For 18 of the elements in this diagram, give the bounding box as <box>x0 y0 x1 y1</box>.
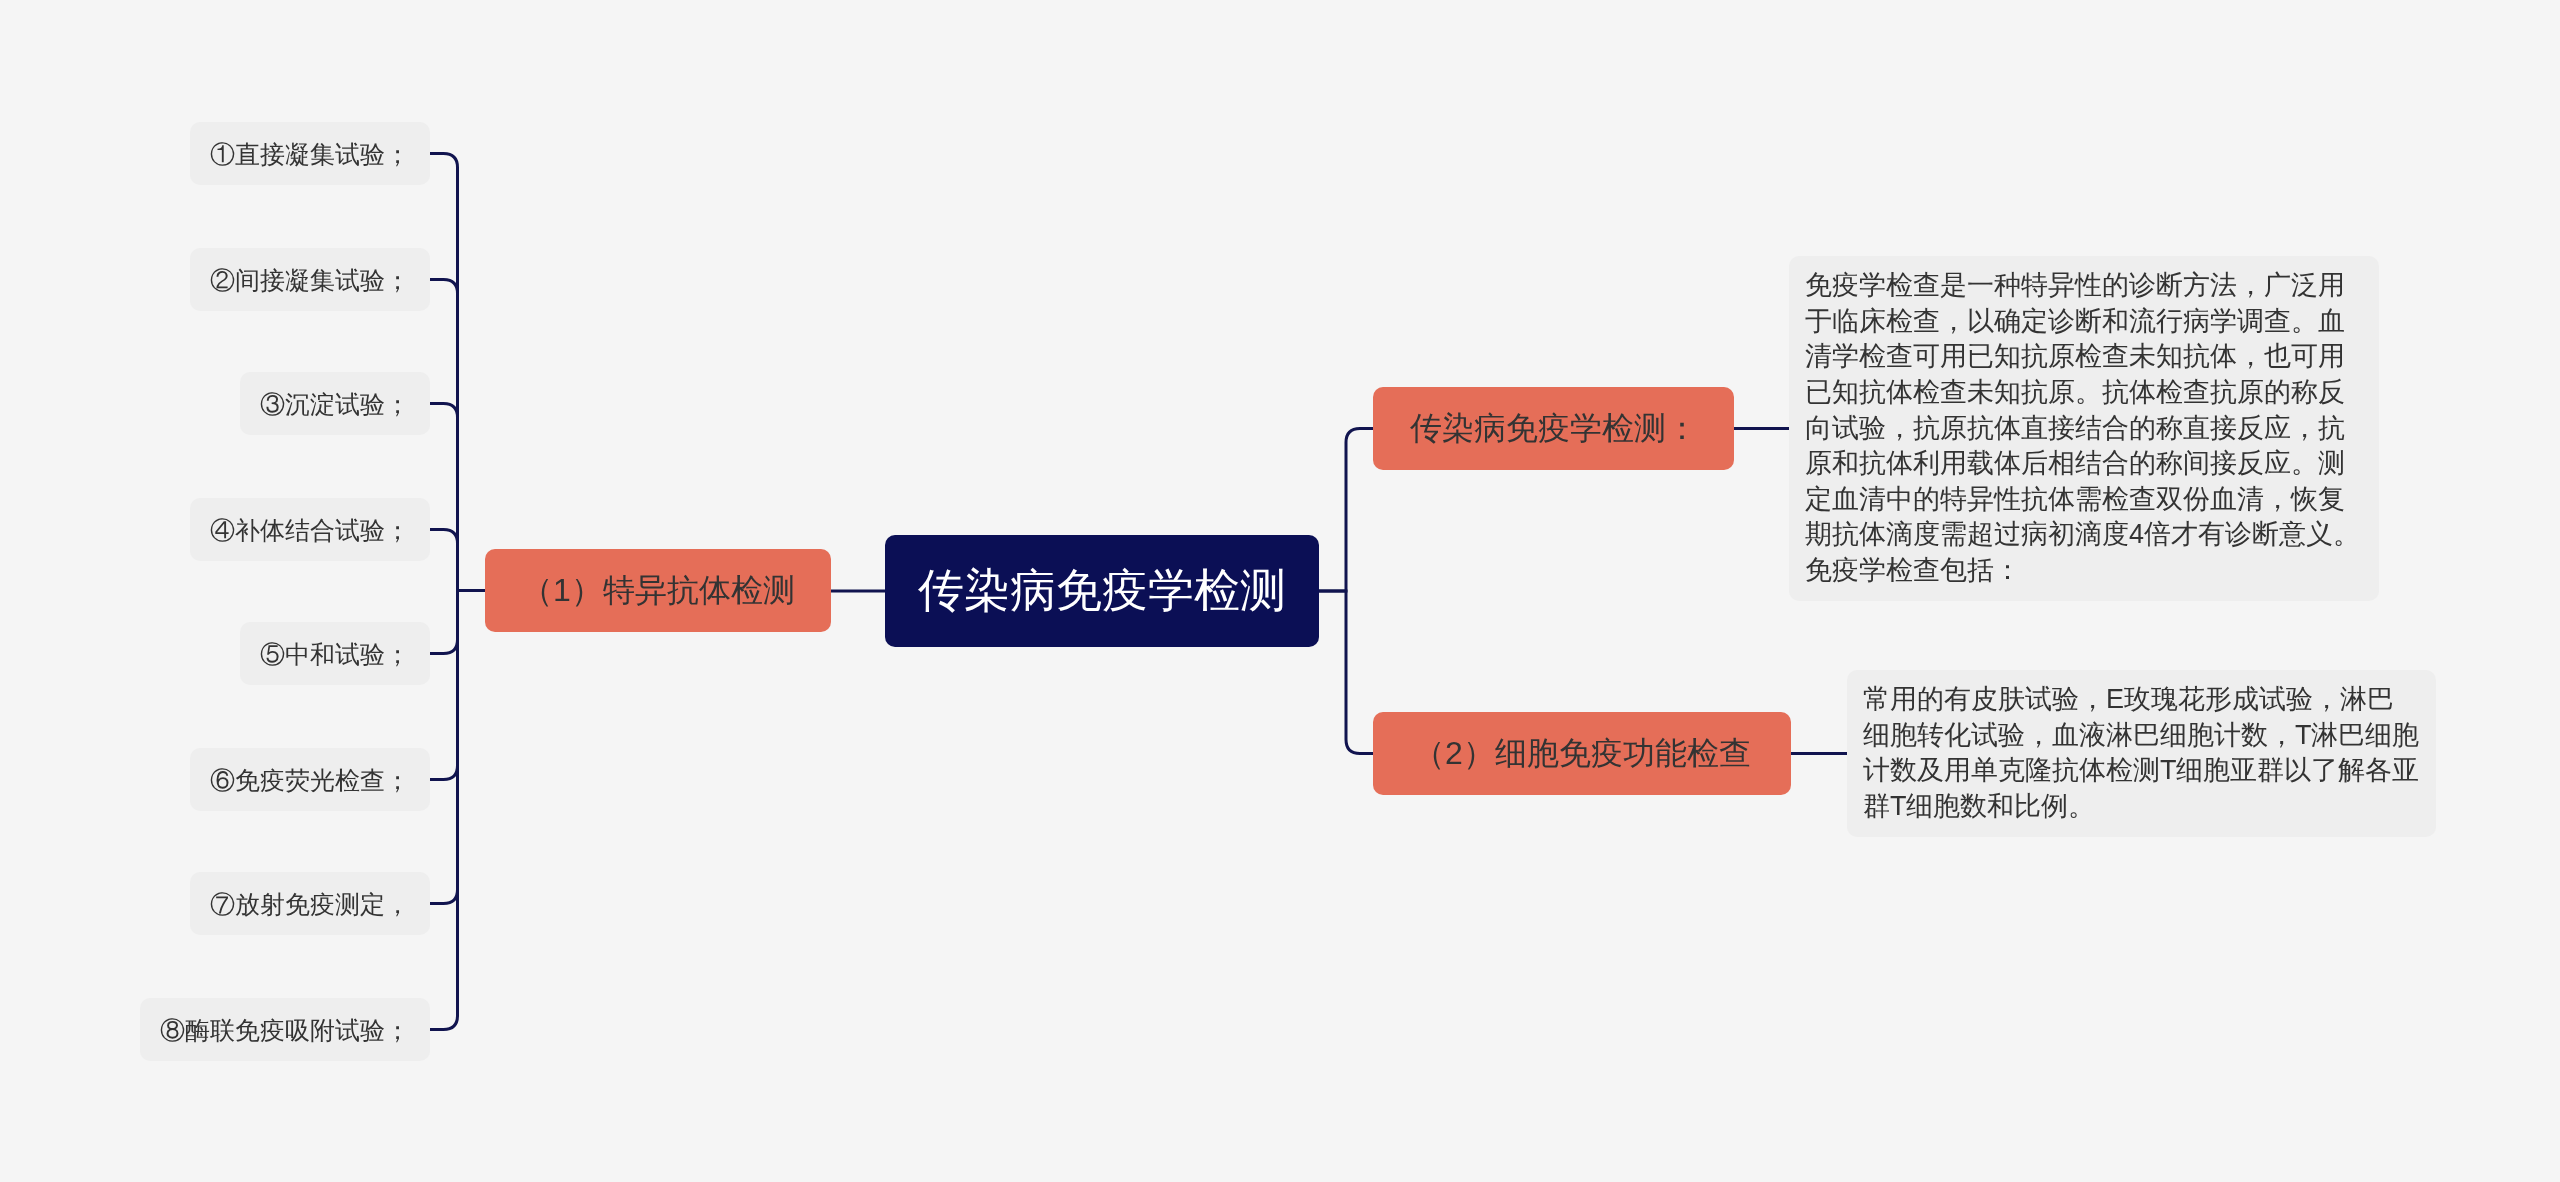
connector-line <box>1734 427 1789 430</box>
branch-box: 传染病免疫学检测： <box>1373 387 1734 470</box>
leaf-box: ④补体结合试验； <box>190 498 430 561</box>
leaf-box: ⑤中和试验； <box>240 622 430 685</box>
connector-line <box>1791 752 1847 755</box>
leaf-box: ②间接凝集试验； <box>190 248 430 311</box>
leaf-box: ③沉淀试验； <box>240 372 430 435</box>
note-box: 常用的有皮肤试验，E玫瑰花形成试验，淋巴细胞转化试验，血液淋巴细胞计数，T淋巴细胞计数及用单克隆抗体检测T细胞亚群以了解各亚群T细胞数和比例。 <box>1847 670 2436 837</box>
connector-line <box>831 589 885 593</box>
topic-box: 传染病免疫学检测 <box>885 535 1319 647</box>
branch-box: （1）特异抗体检测 <box>485 549 831 632</box>
branch-box: （2）细胞免疫功能检查 <box>1373 712 1791 795</box>
note-box: 免疫学检查是一种特异性的诊断方法，广泛用于临床检查，以确定诊断和流行病学调查。血清学检查可用已知抗原检查未知抗体，也可用已知抗体检查未知抗原。抗体检查抗原的称反向试验，抗原抗体直接结合的称直接反应，抗原和抗体利用载体后相结合的称间接反应。测定血清中的特异性抗体需检查双份血清，恢复期抗体滴度需超过病初滴度4倍才有诊断意义。免疫学检查包括： <box>1789 256 2379 601</box>
leaf-box: ⑥免疫荧光检查； <box>190 748 430 811</box>
leaf-box: ⑧酶联免疫吸附试验； <box>140 998 430 1061</box>
leaf-box: ⑦放射免疫测定， <box>190 872 430 935</box>
connector-line <box>430 589 485 1031</box>
leaf-box: ①直接凝集试验； <box>190 122 430 185</box>
